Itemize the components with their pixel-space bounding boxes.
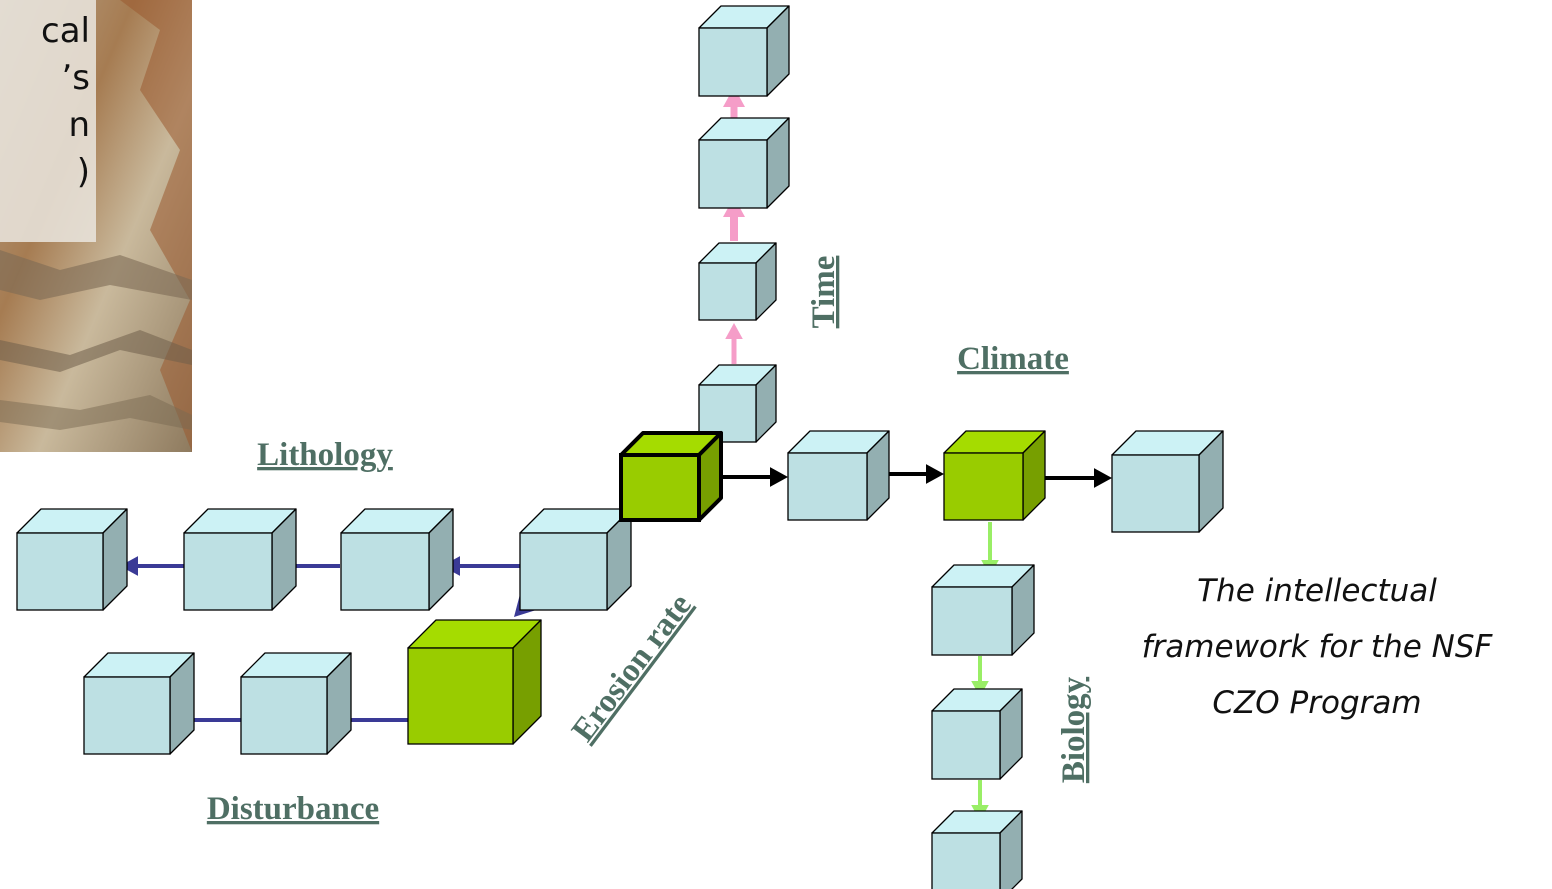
cube-biology-1: [931, 564, 1035, 656]
axis-label-erosion-rate: Erosion rate: [565, 587, 699, 748]
caption-line: framework for the NSF: [1141, 629, 1493, 665]
photo-text-line: ): [76, 152, 90, 192]
lithology-arrow: [120, 556, 184, 576]
photo-text-line: n: [68, 105, 90, 145]
photo-text-line: cal: [41, 11, 90, 51]
cube-biology-3: [931, 810, 1023, 889]
lithology-arrow: [442, 556, 520, 576]
framework-caption: The intellectual framework for the NSF C…: [1092, 563, 1542, 731]
cube-biology-2: [931, 688, 1023, 780]
cube-time-3: [698, 117, 790, 209]
climate-arrow: [712, 467, 788, 487]
cube-time-1: [698, 364, 777, 443]
cubes-layer: [16, 5, 1224, 889]
photo-text-line: ’s: [61, 58, 90, 98]
photo-caption-fragment: cal ’s n ): [0, 8, 90, 196]
cube-disturbance-2: [83, 652, 195, 755]
cube-climate-2-green: [943, 430, 1046, 521]
axis-label-lithology: Lithology: [257, 437, 393, 473]
cube-time-2: [698, 242, 777, 321]
cube-lithology-1: [519, 508, 632, 611]
cube-time-4: [698, 5, 790, 97]
cube-lithology-3: [183, 508, 297, 611]
caption-line: CZO Program: [1212, 685, 1422, 721]
cube-disturbance-1: [240, 652, 352, 755]
cube-lithology-4: [16, 508, 128, 611]
cube-erosion-green: [407, 619, 542, 745]
cube-central-green: [619, 431, 723, 522]
cube-lithology-2: [340, 508, 454, 611]
rock-photo: [0, 0, 192, 452]
cube-climate-3: [1111, 430, 1224, 533]
axis-label-climate: Climate: [957, 341, 1069, 377]
climate-arrow: [1036, 468, 1112, 488]
time-arrow: [725, 323, 743, 364]
axis-label-time: Time: [806, 256, 842, 329]
caption-line: The intellectual: [1197, 573, 1437, 609]
axis-label-biology: Biology: [1056, 676, 1092, 783]
cube-climate-1: [787, 430, 890, 521]
axis-label-disturbance: Disturbance: [207, 791, 379, 827]
